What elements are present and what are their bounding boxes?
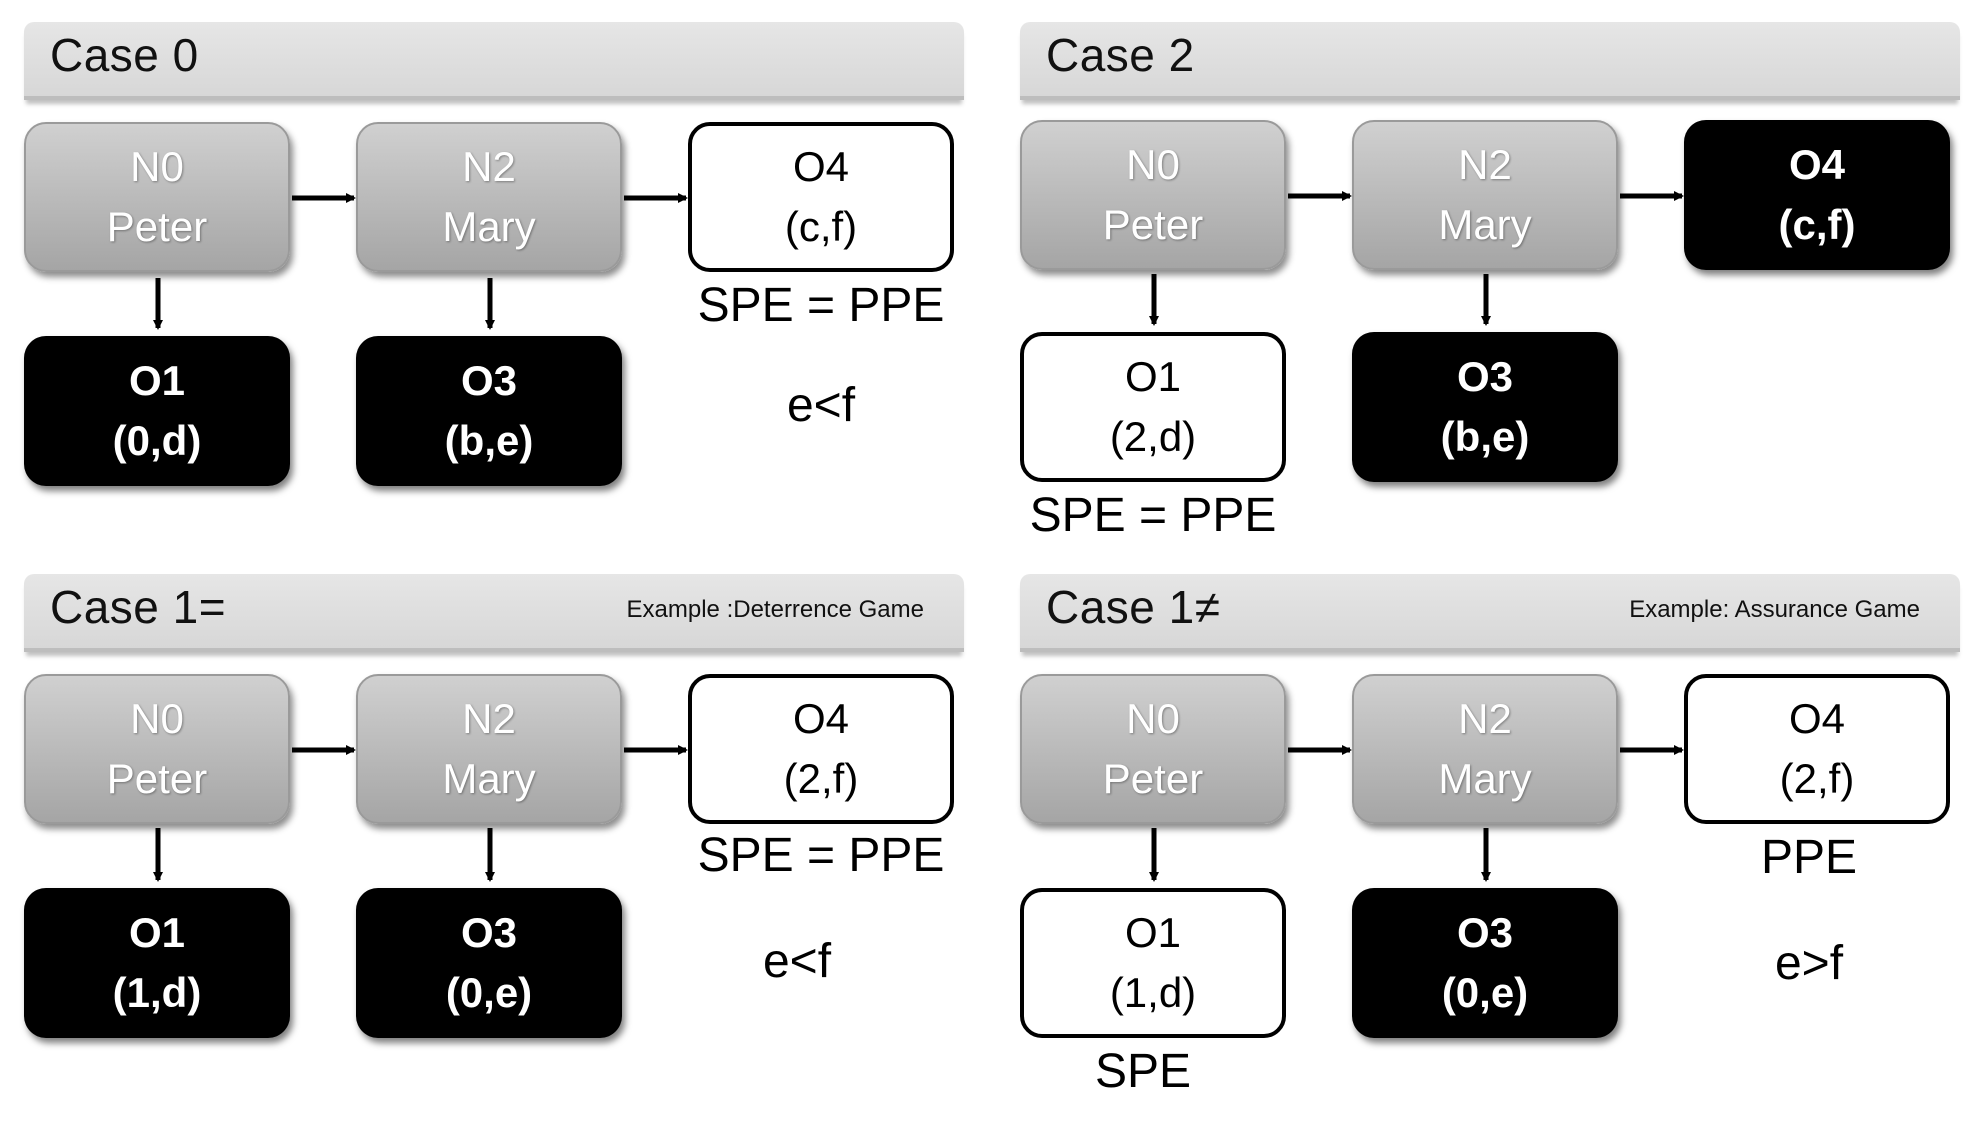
panel-header: Case 2 xyxy=(1020,22,1960,100)
node-payoff: (1,d) xyxy=(1109,969,1197,1016)
node-id: N2 xyxy=(462,695,516,742)
node-payoff: (0,e) xyxy=(1441,969,1529,1016)
node-id: N2 xyxy=(1458,141,1512,188)
panel-case-0: Case 0 N0 Peter N2 Mary O4 (c,f) O1 (0,d… xyxy=(24,22,964,582)
node-n0-peter: N0 Peter xyxy=(24,122,290,272)
case-title: Case 1≠ xyxy=(1046,581,1221,633)
edge-arrows xyxy=(1149,191,1684,326)
node-id: O3 xyxy=(460,357,518,404)
node-n0-peter: N0 Peter xyxy=(1020,674,1286,824)
node-n2-mary: N2 Mary xyxy=(1352,674,1618,824)
outcome-o4: O4 (c,f) xyxy=(688,122,954,272)
outcome-o1: O1 (1,d) xyxy=(1020,888,1286,1038)
node-player: Mary xyxy=(1438,755,1532,802)
panel-header: Case 1= Example :Deterrence Game xyxy=(24,574,964,652)
node-id: N0 xyxy=(1126,141,1180,188)
outcome-o4: O4 (c,f) xyxy=(1684,120,1950,270)
node-n2-mary: N2 Mary xyxy=(356,122,622,272)
node-n0-peter: N0 Peter xyxy=(1020,120,1286,270)
node-id: O3 xyxy=(1456,353,1514,400)
example-label: Example :Deterrence Game xyxy=(626,596,924,623)
example-label: Example: Assurance Game xyxy=(1629,596,1920,623)
node-payoff: (0,d) xyxy=(112,417,202,464)
node-payoff: (1,d) xyxy=(112,969,202,1016)
outcome-o3: O3 (0,e) xyxy=(356,888,622,1038)
ppe-label: PPE xyxy=(1760,831,1858,884)
node-id: O3 xyxy=(1456,909,1514,956)
node-player: Mary xyxy=(442,755,536,802)
panel-header: Case 0 xyxy=(24,22,964,100)
node-id: N0 xyxy=(130,143,184,190)
node-player: Mary xyxy=(1438,201,1532,248)
node-id: O1 xyxy=(1124,353,1182,400)
node-id: O1 xyxy=(128,909,186,956)
node-payoff: (0,e) xyxy=(445,969,533,1016)
spe-label: SPE xyxy=(1094,1045,1192,1098)
outcome-o1: O1 (1,d) xyxy=(24,888,290,1038)
edge-arrows xyxy=(153,745,688,882)
equilibrium-label: SPE = PPE xyxy=(1029,489,1277,542)
node-id: O1 xyxy=(128,357,186,404)
outcome-o1: O1 (2,d) xyxy=(1020,332,1286,482)
node-payoff: (b,e) xyxy=(444,417,534,464)
case-title: Case 0 xyxy=(50,29,199,81)
condition-label: e<f xyxy=(786,379,856,432)
node-n0-peter: N0 Peter xyxy=(24,674,290,824)
node-n2-mary: N2 Mary xyxy=(356,674,622,824)
node-id: N0 xyxy=(1126,695,1180,742)
node-id: N2 xyxy=(1458,695,1512,742)
outcome-o3: O3 (b,e) xyxy=(356,336,622,486)
node-player: Peter xyxy=(106,203,208,250)
equilibrium-label: SPE = PPE xyxy=(697,829,945,882)
node-payoff: (c,f) xyxy=(1778,201,1856,248)
panel-case-1-equal: Case 1= Example :Deterrence Game N0 Pete… xyxy=(24,574,964,1134)
node-id: O4 xyxy=(792,143,850,190)
panel-case-2: Case 2 N0 Peter N2 Mary O4 (c,f) O1 (2,d… xyxy=(1020,22,1960,582)
node-payoff: (2,f) xyxy=(783,755,859,802)
case-title: Case 2 xyxy=(1046,29,1195,81)
node-player: Peter xyxy=(1102,201,1204,248)
node-id: N2 xyxy=(462,143,516,190)
node-player: Peter xyxy=(1102,755,1204,802)
node-payoff: (2,d) xyxy=(1109,413,1197,460)
node-id: O4 xyxy=(792,695,850,742)
panel-case-1-unequal: Case 1≠ Example: Assurance Game N0 Peter… xyxy=(1020,574,1960,1134)
equilibrium-label: SPE = PPE xyxy=(697,279,945,332)
outcome-o4: O4 (2,f) xyxy=(1684,674,1950,824)
outcome-o3: O3 (0,e) xyxy=(1352,888,1618,1038)
node-player: Peter xyxy=(106,755,208,802)
outcome-o1: O1 (0,d) xyxy=(24,336,290,486)
node-player: Mary xyxy=(442,203,536,250)
node-payoff: (c,f) xyxy=(784,203,858,250)
condition-label: e>f xyxy=(1774,937,1844,990)
edge-arrows xyxy=(1149,745,1684,882)
outcome-o4: O4 (2,f) xyxy=(688,674,954,824)
node-id: O3 xyxy=(460,909,518,956)
edge-arrows xyxy=(153,193,688,330)
node-payoff: (2,f) xyxy=(1779,755,1855,802)
case-title: Case 1= xyxy=(50,581,227,633)
condition-label: e<f xyxy=(762,935,832,988)
node-payoff: (b,e) xyxy=(1440,413,1530,460)
outcome-o3: O3 (b,e) xyxy=(1352,332,1618,482)
node-id: O4 xyxy=(1788,695,1846,742)
node-id: N0 xyxy=(130,695,184,742)
node-n2-mary: N2 Mary xyxy=(1352,120,1618,270)
panel-header: Case 1≠ Example: Assurance Game xyxy=(1020,574,1960,652)
node-id: O1 xyxy=(1124,909,1182,956)
node-id: O4 xyxy=(1788,141,1846,188)
